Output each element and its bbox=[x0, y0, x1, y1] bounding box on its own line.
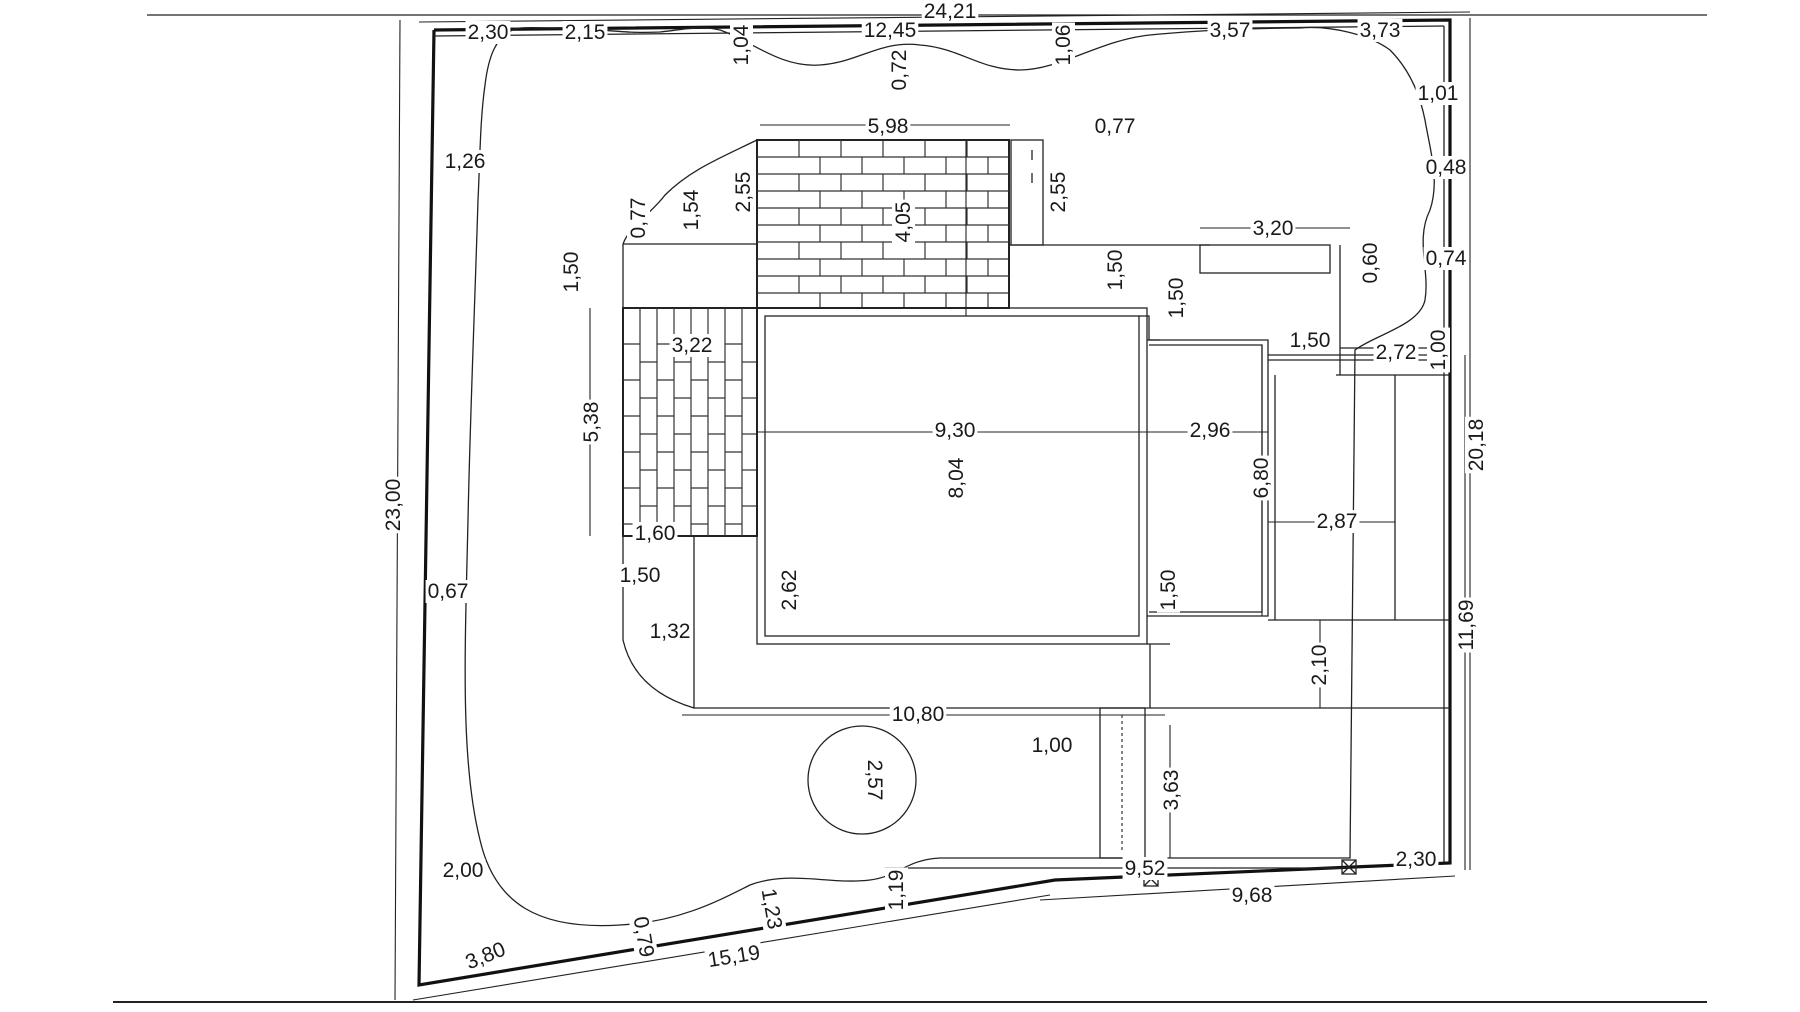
dim-wing-width: 2,96 bbox=[1190, 419, 1231, 442]
driveway-strip bbox=[1099, 707, 1146, 859]
dim-top-offset-048: 0,48 bbox=[1426, 156, 1467, 179]
dim-top-segment-5: 3,73 bbox=[1360, 19, 1401, 42]
dim-garage-top: 1,50 bbox=[1290, 329, 1331, 352]
dim-bottom-right: 9,68 bbox=[1232, 884, 1273, 907]
dim-drive-depth: 3,63 bbox=[1160, 770, 1183, 811]
dim-path-diag: 1,54 bbox=[680, 189, 703, 230]
dim-garage-top-width: 3,20 bbox=[1253, 217, 1294, 240]
dim-left-total: 23,00 bbox=[382, 479, 405, 532]
dim-top-segment-2: 2,15 bbox=[565, 21, 606, 44]
dim-bottom-corner: 3,80 bbox=[462, 938, 509, 975]
dim-top-offset-106: 1,06 bbox=[1052, 25, 1075, 66]
dim-bottom-small: 1,19 bbox=[885, 870, 908, 911]
upper-terrace-ledge bbox=[1010, 139, 1044, 246]
dim-right-small: 1,00 bbox=[1427, 330, 1450, 371]
dim-paving-width: 3,22 bbox=[672, 334, 713, 357]
gate-symbol-right bbox=[1341, 859, 1357, 875]
dim-top-total: 24,21 bbox=[924, 0, 977, 23]
plot-boundary bbox=[417, 18, 1452, 987]
dim-drive-width: 1,00 bbox=[1032, 734, 1073, 757]
house-inner bbox=[764, 315, 1140, 637]
dim-top-offset-072: 0,72 bbox=[888, 50, 911, 91]
dim-front-fence: 9,52 bbox=[1125, 857, 1166, 880]
dim-right-lower: 11,69 bbox=[1455, 600, 1478, 651]
dim-bottom-offset: 1,23 bbox=[757, 887, 787, 931]
dimension-labels: 24,21 2,30 2,15 12,45 3,57 3,73 1,04 0,7… bbox=[382, 0, 1488, 976]
dim-front-right: 2,30 bbox=[1396, 848, 1437, 871]
dim-path-150: 1,50 bbox=[560, 252, 583, 293]
garage-top bbox=[1199, 244, 1331, 274]
dim-paving-height: 5,38 bbox=[580, 402, 603, 443]
front-walkway bbox=[622, 536, 1450, 709]
dim-terrace-inner: 4,05 bbox=[892, 202, 915, 243]
dim-top-offset-074: 0,74 bbox=[1426, 247, 1467, 270]
dim-top-segment-4: 3,57 bbox=[1210, 19, 1251, 42]
dim-top-offset-101: 1,01 bbox=[1418, 82, 1459, 105]
dim-paving-bottom: 1,60 bbox=[635, 522, 676, 545]
dim-top-segment-1: 2,30 bbox=[468, 21, 509, 44]
dim-house-depth: 8,04 bbox=[945, 457, 968, 498]
dim-left-offset-126: 1,26 bbox=[445, 150, 486, 173]
dim-house-width: 9,30 bbox=[935, 419, 976, 442]
dim-path-small: 0,77 bbox=[627, 198, 650, 239]
dim-terrace-right: 2,55 bbox=[1047, 172, 1070, 213]
dim-garage-gate: 2,72 bbox=[1376, 341, 1417, 364]
dim-right-total: 20,18 bbox=[1465, 419, 1488, 472]
dim-bottom-left: 15,19 bbox=[706, 941, 762, 972]
dim-wing-top2: 1,50 bbox=[1165, 278, 1188, 319]
garden-curve bbox=[464, 26, 1435, 927]
dim-wing-top: 1,50 bbox=[1104, 250, 1127, 291]
dim-left-offset-067: 0,67 bbox=[428, 580, 469, 603]
dim-tree-diameter: 2,57 bbox=[863, 760, 886, 801]
house-outer bbox=[756, 307, 1148, 645]
dim-front-width: 10,80 bbox=[892, 703, 945, 726]
house-step bbox=[1139, 315, 1160, 341]
dim-walk-left: 1,50 bbox=[620, 564, 661, 587]
dim-front-depth: 2,10 bbox=[1308, 645, 1331, 686]
upper-terrace-bricks bbox=[757, 140, 1009, 308]
dim-terrace-side: 0,77 bbox=[1095, 115, 1136, 138]
dim-garage-top-small: 0,60 bbox=[1359, 243, 1382, 284]
dim-walk-corner: 1,32 bbox=[650, 620, 691, 643]
dim-wing-bottom: 1,50 bbox=[1157, 570, 1180, 611]
dim-wing-depth: 6,80 bbox=[1250, 458, 1273, 499]
dim-left-offset-200: 2,00 bbox=[443, 859, 484, 882]
dim-top-segment-3: 12,45 bbox=[864, 19, 917, 42]
dim-garage-width: 2,87 bbox=[1317, 510, 1358, 533]
dimension-lines bbox=[394, 11, 1471, 1001]
dim-top-offset-104: 1,04 bbox=[730, 24, 753, 65]
dim-terrace-width: 5,98 bbox=[868, 115, 909, 138]
dim-terrace-height: 2,55 bbox=[732, 172, 755, 213]
dim-house-side: 2,62 bbox=[778, 570, 801, 611]
tree-circle bbox=[807, 725, 917, 835]
